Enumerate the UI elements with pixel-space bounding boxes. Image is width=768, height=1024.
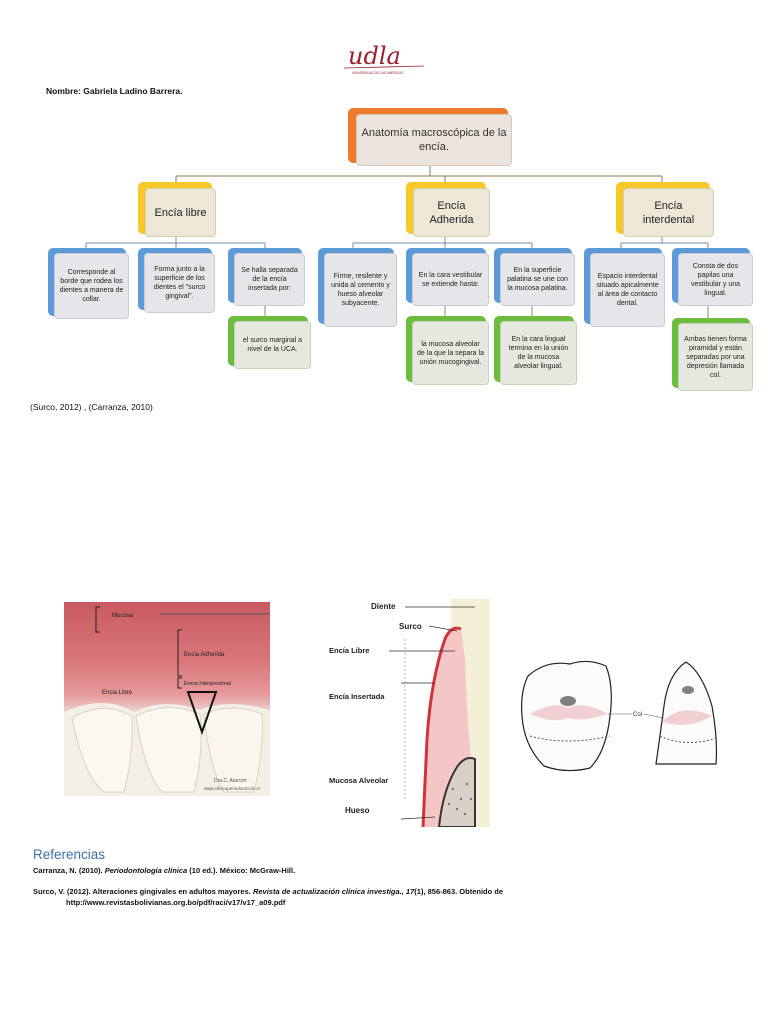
category-encia-libre: Encía libre	[138, 182, 216, 237]
detail-box: En la cara vestibular se extiende hasta:	[406, 248, 489, 306]
gum-photo-illustration: Mucosa Encia Adherida Encia Interproxima…	[64, 606, 270, 796]
detail-text: En la cara lingual termina en la unión d…	[500, 321, 577, 385]
detail-text: Forma junto a la superficie de los dient…	[144, 253, 215, 313]
svg-text:Col: Col	[633, 712, 642, 718]
reference-text: Surco, V. (2012). Alteraciones gingivale…	[33, 887, 253, 896]
concept-root-label: Anatomía macroscópica de la encía.	[356, 114, 512, 166]
svg-text:Hueso: Hueso	[345, 806, 370, 815]
reference-url[interactable]: http://www.revistasbolivianas.org.bo/pdf…	[66, 898, 286, 907]
svg-text:Encía Insertada: Encía Insertada	[329, 692, 385, 701]
detail-text: Espacio interdental situado apicalmente …	[590, 253, 665, 327]
reference-journal: Revista de actualización clínica investi…	[252, 887, 415, 896]
university-logo: udla UNIVERSIDAD DE LAS AMERICAS	[343, 42, 425, 75]
detail-box: Corresponde al borde que rodea los dient…	[48, 248, 129, 319]
category-label: Encía Adherida	[413, 188, 490, 237]
references-title: Referencias	[33, 847, 106, 862]
detail-box-secondary: el surco marginal a nivel de la UCA.	[228, 316, 311, 369]
svg-text:udla: udla	[348, 42, 401, 70]
svg-text:UNIVERSIDAD DE LAS AMERICAS: UNIVERSIDAD DE LAS AMERICAS	[352, 71, 403, 75]
svg-text:Mucosa: Mucosa	[112, 613, 134, 619]
detail-text: Corresponde al borde que rodea los dient…	[54, 253, 129, 319]
reference-surco: Surco, V. (2012). Alteraciones gingivale…	[33, 886, 735, 908]
reference-carranza: Carranza, N. (2010). Periodontología clí…	[33, 866, 295, 875]
detail-text: Consta de dos papilas una vestibular y u…	[678, 253, 753, 306]
citation: (Surco, 2012) , (Carranza, 2010)	[30, 402, 153, 412]
svg-text:Diente: Diente	[371, 602, 396, 611]
reference-text: (1), 856-863. Obtenido de	[414, 887, 504, 896]
category-label: Encía libre	[145, 188, 216, 237]
concept-root: Anatomía macroscópica de la encía.	[348, 108, 512, 166]
svg-text:Encía Libre: Encía Libre	[329, 646, 369, 655]
svg-text:Encia Interproximal: Encia Interproximal	[184, 681, 231, 687]
reference-text: Carranza, N. (2010).	[33, 866, 105, 875]
detail-text: En la cara vestibular se extiende hasta:	[412, 253, 489, 306]
category-encia-adherida: Encía Adherida	[406, 182, 490, 237]
detail-box: Forma junto a la superficie de los dient…	[138, 248, 215, 313]
detail-box: Consta de dos papilas una vestibular y u…	[672, 248, 753, 306]
svg-text:Encia Adherida: Encia Adherida	[184, 652, 225, 658]
svg-text:www.clinicaperiodontoclin.cl: www.clinicaperiodontoclin.cl	[204, 786, 260, 791]
detail-box: Firme, resilente y unida al cemento y hu…	[318, 248, 397, 327]
tooth-col-diagram: Col	[521, 660, 718, 772]
detail-text: la mucosa alveolar de la que la separa l…	[412, 321, 489, 385]
gum-photo: Mucosa Encia Adherida Encia Interproxima…	[64, 602, 270, 796]
gingiva-cross-section-diagram: Diente Surco Encía Libre Encía Insertada…	[325, 599, 490, 827]
category-encia-interdental: Encía interdental	[616, 182, 714, 237]
svg-text:Mucosa Alveolar: Mucosa Alveolar	[329, 776, 388, 785]
detail-box-secondary: Ambas tienen forma piramidal y están sep…	[672, 318, 753, 391]
detail-text: En la superficie palatina se une con la …	[500, 253, 575, 306]
detail-text: el surco marginal a nivel de la UCA.	[234, 321, 311, 369]
detail-box: En la superficie palatina se une con la …	[494, 248, 575, 306]
svg-text:Encia Libre: Encia Libre	[102, 690, 133, 696]
author-name: Nombre: Gabriela Ladino Barrera.	[46, 86, 183, 96]
detail-text: Ambas tienen forma piramidal y están sep…	[678, 323, 753, 391]
detail-text: Se halla separada de la encía insertada …	[234, 253, 305, 306]
detail-box-secondary: En la cara lingual termina en la unión d…	[494, 316, 577, 385]
svg-text:Surco: Surco	[399, 622, 422, 631]
detail-box-secondary: la mucosa alveolar de la que la separa l…	[406, 316, 489, 385]
svg-text:Dra.C. Alarcón: Dra.C. Alarcón	[214, 778, 247, 784]
reference-book-title: Periodontología clínica	[104, 866, 188, 875]
detail-box: Se halla separada de la encía insertada …	[228, 248, 305, 306]
detail-text: Firme, resilente y unida al cemento y hu…	[324, 253, 397, 327]
reference-text: (10 ed.). México: McGraw-Hill.	[187, 866, 296, 875]
detail-box: Espacio interdental situado apicalmente …	[584, 248, 665, 327]
category-label: Encía interdental	[623, 188, 714, 237]
